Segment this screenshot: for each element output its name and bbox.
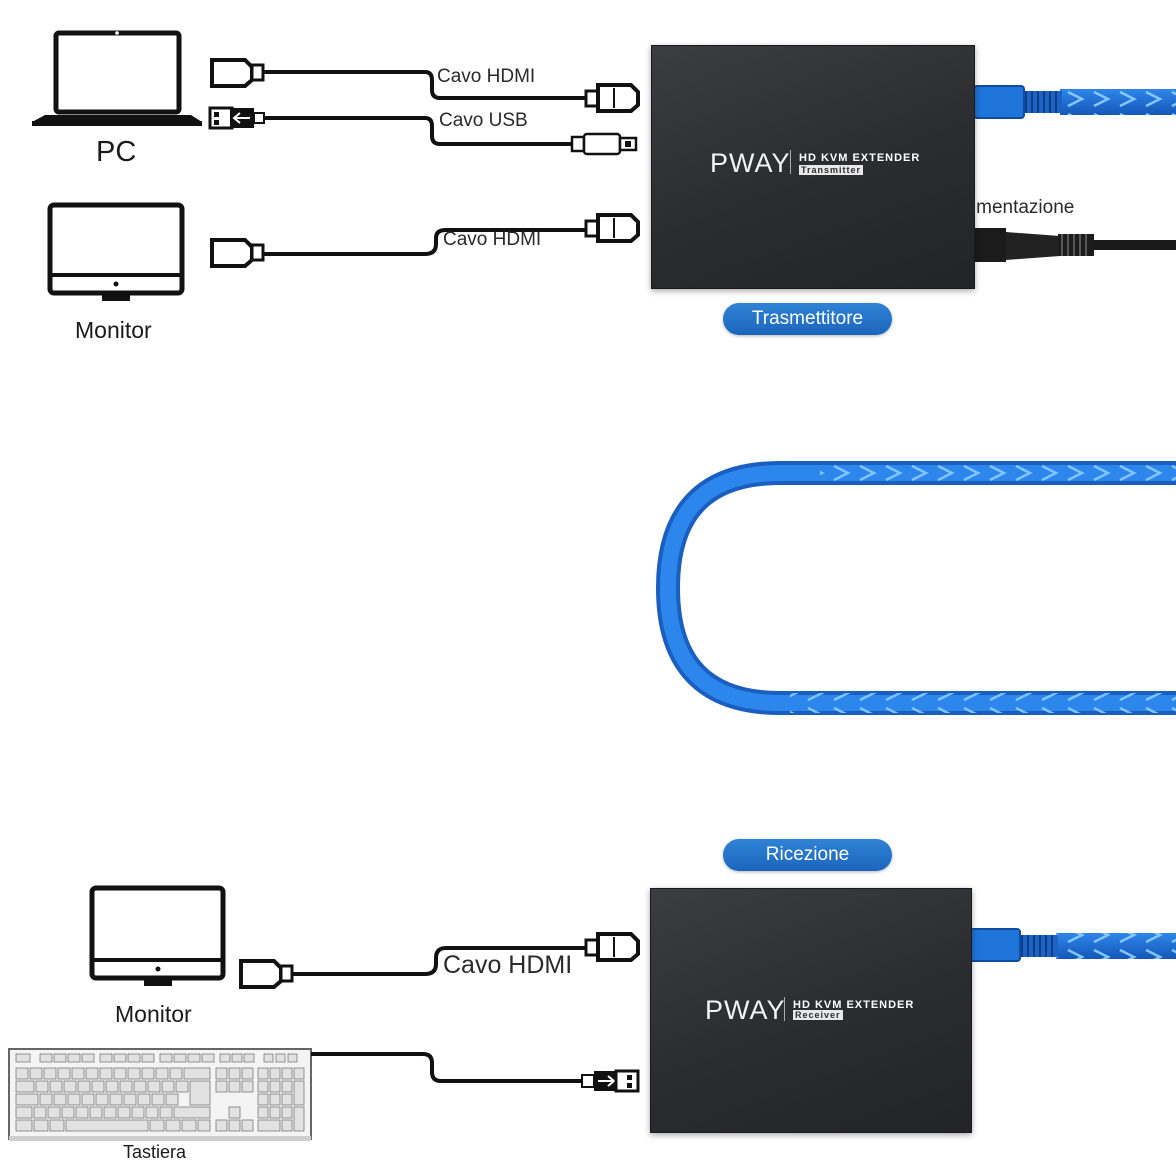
cable-label-hdmi-bottom: Cavo HDMI — [443, 951, 573, 979]
transmitter-device: PWAY HD KVM EXTENDER Transmitter — [651, 45, 975, 289]
monitor-label: Monitor — [75, 317, 152, 343]
usb-plug-icon — [208, 106, 265, 130]
cable-label-hdmi-2: Cavo HDMI — [443, 229, 542, 250]
hdmi-plug-icon — [584, 932, 640, 962]
laptop-icon — [32, 30, 202, 126]
device-sub-label: Receiver — [793, 1010, 843, 1020]
usb-b-plug-icon — [570, 132, 638, 156]
pc-label: PC — [96, 136, 137, 168]
device-model: HD KVM EXTENDER — [799, 152, 921, 164]
device-model: HD KVM EXTENDER — [793, 999, 915, 1011]
receiver-pill: Ricezione — [723, 839, 892, 871]
keyboard-usb-cable — [311, 1052, 584, 1083]
hdmi-plug-icon — [210, 238, 265, 268]
hdmi-plug-icon — [584, 213, 640, 243]
hdmi-cable-1 — [263, 70, 588, 100]
hdmi-plug-icon — [210, 58, 265, 88]
ethernet-cable-bottom — [969, 928, 1176, 962]
receiver-device: PWAY HD KVM EXTENDER Receiver — [650, 888, 972, 1133]
keyboard-icon — [8, 1048, 312, 1141]
monitor-icon — [47, 202, 185, 301]
monitor-label-bottom: Monitor — [115, 1001, 192, 1027]
usb-plug-icon — [581, 1069, 640, 1093]
hdmi-cable-bottom — [292, 946, 588, 976]
device-brand: PWAY — [705, 995, 786, 1025]
monitor-icon — [89, 885, 226, 986]
keyboard-label: Tastiera — [123, 1142, 187, 1162]
power-cable — [974, 228, 1176, 262]
cable-label-usb: Cavo USB — [439, 110, 528, 131]
device-brand: PWAY — [710, 148, 791, 178]
transmitter-pill: Trasmettitore — [723, 303, 892, 335]
power-label: Alimentazione — [955, 197, 1075, 218]
hdmi-plug-icon — [584, 83, 640, 113]
brand-divider — [790, 150, 791, 174]
hdmi-plug-icon — [239, 959, 294, 989]
ethernet-cable-loop — [655, 461, 1176, 715]
brand-divider — [784, 997, 785, 1021]
cable-label-hdmi: Cavo HDMI — [437, 66, 536, 87]
usb-cable — [264, 116, 576, 146]
device-sub-label: Transmitter — [799, 165, 864, 175]
ethernet-cable-top — [973, 85, 1176, 119]
hdmi-cable-2 — [263, 228, 588, 256]
